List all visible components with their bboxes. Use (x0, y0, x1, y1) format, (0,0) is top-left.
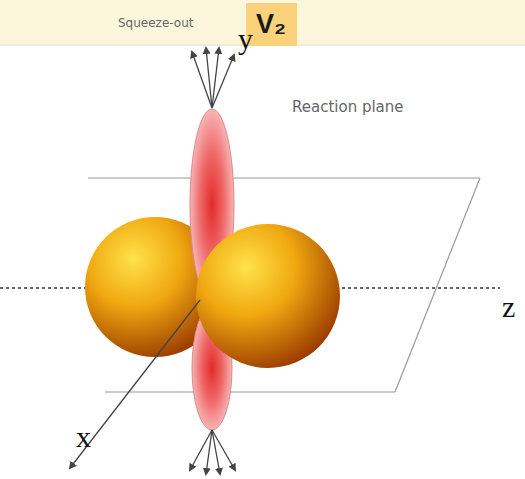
plane-label: Reaction plane (292, 98, 404, 116)
title-text: V₂ (256, 9, 287, 40)
title-box: V₂ (246, 3, 297, 46)
emission-arrows (190, 48, 235, 474)
nucleus-right (196, 224, 340, 368)
axis-label: y (238, 22, 253, 56)
axis-label: z (502, 290, 515, 324)
x-axis (70, 300, 200, 468)
axis-label: x (76, 420, 91, 454)
squeeze-out-label: Squeeze-out (118, 16, 194, 30)
